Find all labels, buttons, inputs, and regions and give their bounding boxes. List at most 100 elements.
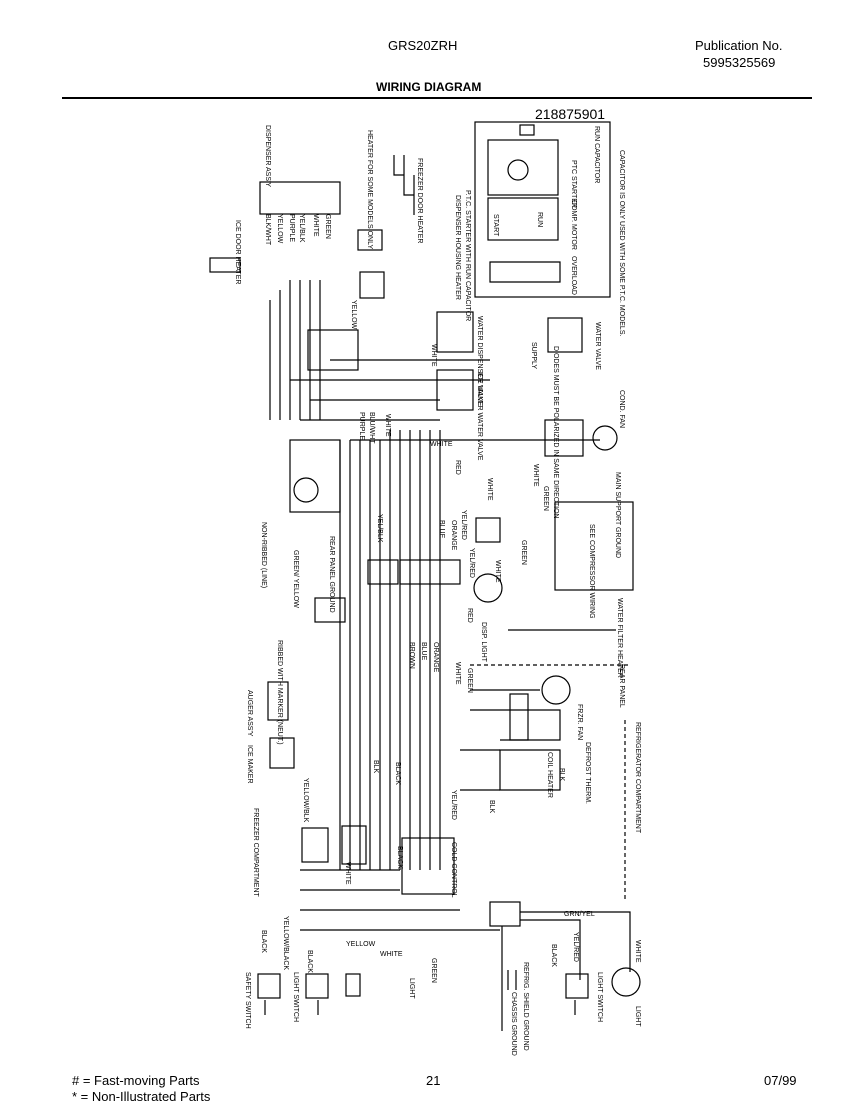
- label-main-support-ground: MAIN SUPPORT GROUND: [614, 472, 621, 558]
- wire-orange-lower: ORANGE: [432, 642, 439, 673]
- wire-brown: BROWN: [408, 642, 415, 669]
- compressor-wiring-box: [554, 501, 634, 591]
- auger-assy-connector: [267, 681, 289, 721]
- wire-black-lower: BLACK: [394, 762, 401, 785]
- label-overload: OVERLOAD: [570, 256, 577, 295]
- wire-blk-therm: BLK: [558, 768, 565, 782]
- connector-a: [367, 559, 399, 585]
- wire-white-right: WHITE: [486, 478, 493, 501]
- label-ice-maker-water-valve: ICE MAKER WATER VALVE: [476, 372, 483, 461]
- wire-white-mid: WHITE: [384, 414, 391, 437]
- wire-yel-red: YEL/RED: [460, 510, 467, 540]
- wire-white-light: WHITE: [494, 560, 501, 583]
- label-disp-light: DISP. LIGHT: [480, 622, 487, 663]
- label-safety-switch: SAFETY SWITCH: [244, 972, 251, 1029]
- legend-non-illustrated: * = Non-Illustrated Parts: [72, 1089, 211, 1104]
- wire-black-control: BLACK: [396, 846, 403, 869]
- label-refrig-shield-ground: REFRIG. SHIELD GROUND: [522, 962, 529, 1051]
- wire-yel-red-light: YEL/RED: [468, 548, 475, 578]
- wire-yellow-black: YELLOW/BLACK: [282, 916, 289, 970]
- ice-door-heater-plug: [209, 257, 241, 273]
- refrigerator-light-bulb-icon: [611, 967, 641, 997]
- dispenser-light-icon: [473, 573, 503, 603]
- page-number: 21: [426, 1073, 441, 1088]
- label-chassis-ground: CHASSIS GROUND: [510, 992, 517, 1056]
- run-capacitor-icon: [519, 124, 535, 136]
- cold-control-box: [401, 837, 455, 895]
- label-ice-maker: ICE MAKER: [246, 745, 253, 784]
- timer-motor-icon: [293, 477, 319, 503]
- wire-black-refrig: BLACK: [550, 944, 557, 967]
- model-number: GRS20ZRH: [388, 38, 458, 53]
- label-light-switch-left: LIGHT SWITCH: [292, 972, 299, 1022]
- label-comp-motor: COMP. MOTOR: [570, 200, 577, 250]
- wire-grn-yel: GRN/YEL: [564, 911, 595, 918]
- wire-green-lower: GREEN: [466, 668, 473, 693]
- freezer-connector-b: [341, 825, 367, 865]
- light-switch-right-icon: [565, 973, 589, 999]
- label-capacitor-note: CAPACITOR IS ONLY USED WITH SOME P.T.C. …: [618, 150, 625, 336]
- freezer-connector-a: [301, 827, 329, 863]
- upper-harness-wires: [269, 280, 321, 420]
- label-cond-fan: COND. FAN: [618, 390, 625, 428]
- label-ptc-starter: PTC STARTER: [570, 160, 577, 208]
- water-dispenser-valve-icon: [436, 311, 474, 353]
- label-refrigerator-compartment: REFRIGERATOR COMPARTMENT: [634, 722, 641, 834]
- label-supply: SUPPLY: [530, 342, 537, 369]
- refrigerator-connector: [489, 901, 521, 927]
- housing-heater-connector: [359, 271, 385, 299]
- safety-switch-icon: [257, 973, 281, 999]
- label-diodes-note: DIODES MUST BE POLARIZED IN SAME DIRECTI…: [552, 346, 559, 519]
- freezer-door-heater-trace: [393, 155, 415, 215]
- ice-maker-connector: [269, 737, 295, 769]
- wire-blue: BLUE: [438, 520, 445, 539]
- ice-maker-water-valve-icon: [436, 369, 474, 411]
- label-water-valve: WATER VALVE: [594, 322, 601, 370]
- wire-white-lower: WHITE: [454, 662, 461, 685]
- upper-connector-block: [307, 329, 359, 371]
- coil-heater-wires: [460, 749, 500, 791]
- label-freezer-compartment: FREEZER COMPARTMENT: [252, 808, 259, 898]
- diagram-part-number: 218875901: [535, 106, 606, 122]
- wire-purple-mid: PURPLE: [358, 412, 365, 440]
- cond-fan-motor-icon: [592, 425, 618, 451]
- label-heater-note: HEATER FOR SOME MODELS ONLY: [366, 130, 373, 249]
- label-rear-panel-ground: REAR PANEL GROUND: [328, 536, 335, 613]
- wire-black-switch: BLACK: [306, 950, 313, 973]
- wire-yel-red-refrig: YEL/RED: [572, 932, 579, 962]
- page-title: WIRING DIAGRAM: [376, 80, 482, 94]
- wire-green-light: GREEN: [520, 540, 527, 565]
- ptc-starter-component: [487, 139, 559, 196]
- label-water-dispenser-valve: WATER DISPENSER VALVE: [476, 316, 483, 407]
- connector-b: [399, 559, 461, 585]
- wire-white-refrig: WHITE: [634, 940, 641, 963]
- legend-fast-moving: # = Fast-moving Parts: [72, 1073, 200, 1088]
- wire-green-comp: GREEN: [542, 486, 549, 511]
- publication-number: 5995325569: [703, 55, 776, 70]
- cross-harness-wires: [290, 359, 600, 441]
- label-rear-panel: REAR PANEL: [618, 664, 625, 708]
- wire-white: WHITE: [312, 214, 319, 237]
- wire-yellow-blk: YELLOW/BLK: [302, 778, 309, 823]
- dispenser-assy-box: [259, 181, 341, 215]
- label-cold-control: COLD CONTROL: [450, 842, 457, 898]
- wire-green-bottom: GREEN: [430, 958, 437, 983]
- wire-blk-lower: BLK: [372, 760, 379, 774]
- label-ice-door-heater: ICE DOOR HEATER: [234, 220, 241, 284]
- cond-fan-connector: [544, 419, 584, 457]
- label-ribbed-with-marker: RIBBED WITH MARKER (NEUT.): [276, 640, 283, 745]
- ptc-starter-box: [474, 121, 611, 298]
- overload-component: [489, 261, 561, 283]
- wire-yel-blk-lower: YEL/BLK: [376, 514, 383, 543]
- label-start: START: [492, 214, 499, 237]
- wire-white-horizontal: WHITE: [430, 441, 453, 448]
- label-run-capacitor: RUN CAPACITOR: [593, 126, 600, 183]
- wire-yellow: YELLOW: [276, 214, 283, 244]
- coil-heater-box: [499, 749, 561, 791]
- light-switch-left-icon: [305, 973, 329, 999]
- freezer-fan-motor-icon: [541, 675, 571, 705]
- ptc-thermistor-icon: [507, 159, 529, 181]
- dispenser-light-connector: [475, 517, 501, 543]
- label-coil-heater: COIL HEATER: [546, 752, 553, 798]
- wire-blue-lower: BLUE: [420, 642, 427, 661]
